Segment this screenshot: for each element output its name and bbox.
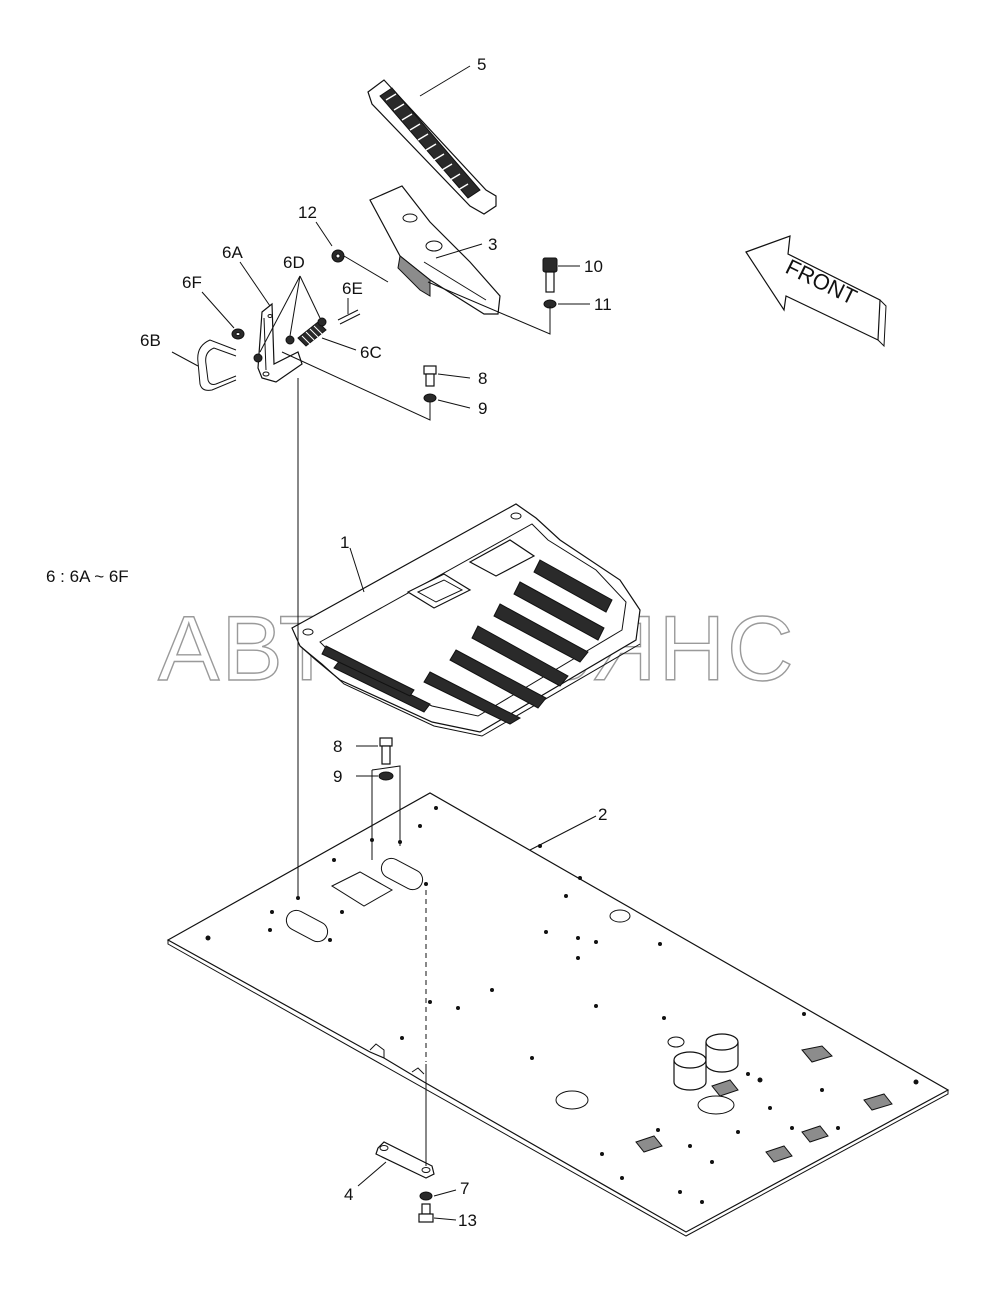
callout-8-top: 8: [478, 369, 487, 388]
callout-7: 7: [460, 1179, 469, 1198]
cotter-pin-part-6e: [337, 309, 361, 325]
assembly-note: 6 : 6A ~ 6F: [46, 567, 129, 586]
callout-9-mid: 9: [333, 767, 342, 786]
u-bolt-part-6b: [197, 339, 237, 391]
callout-6b: 6B: [140, 331, 161, 350]
callout-8-mid: 8: [333, 737, 342, 756]
pedal-part-3: [369, 185, 501, 315]
callout-6c: 6C: [360, 343, 382, 362]
callout-1: 1: [340, 533, 349, 552]
callout-3: 3: [488, 235, 497, 254]
washer-part-7: [419, 1191, 433, 1201]
callout-2: 2: [598, 805, 607, 824]
mat-ribs: [321, 559, 613, 725]
callout-13: 13: [458, 1211, 477, 1230]
bushing-part-12: [331, 249, 345, 263]
floor-mat-part-1: [291, 503, 641, 737]
callout-4: 4: [344, 1185, 353, 1204]
callout-6e: 6E: [342, 279, 363, 298]
callout-5: 5: [477, 55, 486, 74]
bolt-part-8-mid: [379, 737, 393, 765]
bracket-part-6a: [257, 302, 303, 383]
washer-part-9-top: [423, 393, 437, 403]
callout-6a: 6A: [222, 243, 243, 262]
spring-part-6c: [297, 321, 327, 347]
nut-part-6f: [231, 328, 245, 340]
pedal-pad-part-5: [367, 79, 497, 215]
callout-10: 10: [584, 257, 603, 276]
assembly-guide-lines: [281, 255, 551, 1166]
bolt-part-10: [542, 257, 558, 293]
cylinder-bosses: [667, 1033, 739, 1091]
bolt-part-13: [418, 1203, 434, 1223]
callout-9-top: 9: [478, 399, 487, 418]
leader-lines: [171, 65, 597, 1221]
bolt-part-8-top: [423, 365, 437, 387]
floor-plate-part-2: [166, 792, 950, 1237]
callout-12: 12: [298, 203, 317, 222]
callout-6d: 6D: [283, 253, 305, 272]
callout-11: 11: [594, 295, 612, 314]
washer-part-6d: [285, 335, 295, 345]
front-direction-arrow: FRONT: [745, 235, 887, 348]
washer-part-9-mid: [378, 771, 394, 781]
callout-labels: 5 3 12 6A 6D 6F 6E 6B 6C 10 11 8 9 1 8 9…: [140, 55, 612, 1230]
strap-plate-part-4: [375, 1141, 435, 1179]
callout-6f: 6F: [182, 273, 202, 292]
